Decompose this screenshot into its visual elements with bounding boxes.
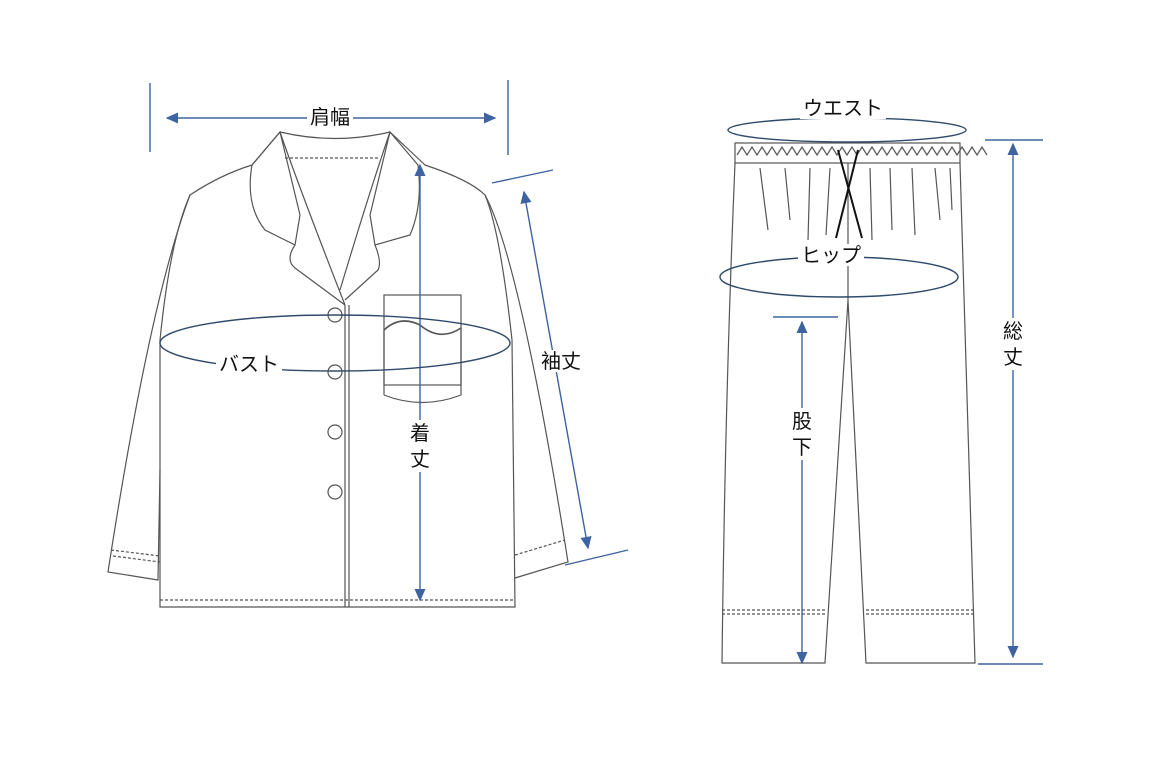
bust-label: バスト [216,353,282,375]
hip-label: ヒップ [798,244,864,266]
shirt-buttons [327,307,343,500]
sleeve-length-label: 袖丈 [538,350,584,372]
length-label: 着丈 [408,420,432,472]
pants-outline [721,142,988,664]
shoulder-width-label: 肩幅 [307,106,353,128]
inseam-label: 股下 [790,408,814,460]
waist-label: ウエスト [800,97,886,119]
total-length-label: 総丈 [1001,318,1025,370]
